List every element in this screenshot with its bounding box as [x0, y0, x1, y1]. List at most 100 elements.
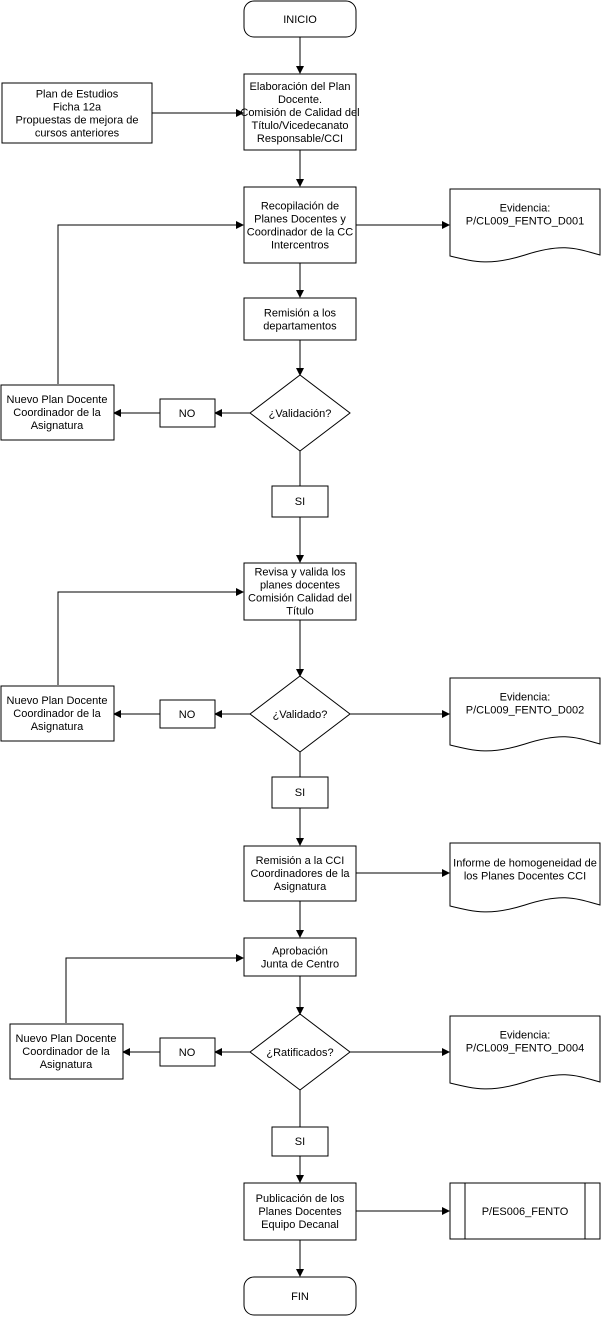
node-text: ¿Ratificados? — [266, 1047, 333, 1059]
node-text: SI — [295, 496, 305, 508]
node-text-line: P/ES006_FENTO — [482, 1206, 569, 1218]
node-text-line: Evidencia: — [500, 692, 551, 704]
node-text-line: Título — [286, 606, 314, 618]
node-text-line: Intercentros — [271, 240, 330, 252]
node-text: NO — [179, 709, 196, 721]
node-text-line: Recopilación de — [261, 201, 339, 213]
node-text-line: Evidencia: — [500, 203, 551, 215]
node-text-line: NO — [179, 408, 196, 420]
node-text-line: INICIO — [283, 14, 317, 26]
node-ratificados-decision[interactable]: ¿Ratificados? — [249, 1013, 351, 1091]
node-text-line: P/CL009_FENTO_D001 — [466, 216, 584, 228]
node-si2[interactable]: SI — [271, 776, 329, 809]
node-text: Evidencia:P/CL009_FENTO_D002 — [466, 692, 584, 717]
node-text-line: Planes Docentes — [258, 1206, 342, 1218]
node-text-line: Coordinadores de la — [250, 868, 350, 880]
node-text: Evidencia:P/CL009_FENTO_D001 — [466, 203, 584, 228]
node-no3[interactable]: NO — [159, 1037, 216, 1067]
node-pes006-subprocess[interactable]: P/ES006_FENTO — [449, 1182, 601, 1240]
node-text-line: FIN — [291, 1291, 309, 1303]
node-evidencia1[interactable]: Evidencia:P/CL009_FENTO_D001 — [449, 188, 601, 263]
node-text-line: P/CL009_FENTO_D002 — [466, 705, 584, 717]
node-text-line: Publicación de los — [256, 1193, 345, 1205]
node-text-line: SI — [295, 787, 305, 799]
node-text-line: Asignatura — [31, 420, 84, 432]
node-text-line: Remisión a los — [264, 308, 337, 320]
node-text-line: Responsable/CCI — [257, 133, 343, 145]
node-text-line: Asignatura — [31, 721, 84, 733]
node-no1[interactable]: NO — [159, 398, 216, 428]
node-text-line: Comisión Calidad del — [248, 593, 352, 605]
node-text: SI — [295, 787, 305, 799]
node-inicio[interactable]: INICIO — [243, 0, 357, 38]
node-text-line: Equipo Decanal — [261, 1219, 339, 1231]
node-text-line: Asignatura — [274, 881, 327, 893]
node-text: INICIO — [283, 14, 317, 26]
node-text-line: Informe de homogeneidad de — [453, 858, 597, 870]
node-text-line: Nuevo Plan Docente — [7, 394, 108, 406]
node-text: NO — [179, 408, 196, 420]
node-text-line: Remisión a la CCI — [256, 855, 345, 867]
node-text-line: planes docentes — [260, 580, 341, 592]
node-text: Evidencia:P/CL009_FENTO_D004 — [466, 1030, 584, 1055]
node-text: FIN — [291, 1291, 309, 1303]
node-text-line: cursos anteriores — [35, 128, 120, 140]
node-text-line: NO — [179, 1047, 196, 1059]
node-validacion-decision[interactable]: ¿Validación? — [249, 374, 351, 452]
node-text: P/ES006_FENTO — [482, 1206, 569, 1218]
node-text-line: Revisa y valida los — [254, 567, 346, 579]
node-text-line: Aprobación — [272, 946, 328, 958]
node-text-line: Elaboración del Plan — [250, 81, 351, 93]
node-text-line: Docente. — [278, 94, 322, 106]
node-text-line: Coordinador de la — [22, 1046, 110, 1058]
node-text-line: SI — [295, 1136, 305, 1148]
node-text-line: Asignatura — [40, 1059, 93, 1071]
node-text-line: Nuevo Plan Docente — [16, 1033, 117, 1045]
node-text-line: Propuestas de mejora de — [16, 115, 139, 127]
node-text-line: Coordinador de la — [13, 407, 101, 419]
node-text-line: Título/Vicedecanato — [251, 120, 348, 132]
node-si1[interactable]: SI — [271, 485, 329, 518]
node-evidencia3[interactable]: Evidencia:P/CL009_FENTO_D004 — [449, 1015, 601, 1090]
node-validado-decision[interactable]: ¿Validado? — [249, 675, 351, 753]
node-text-line: ¿Validado? — [273, 709, 328, 721]
edge-nuevo3-aprobacion — [65, 954, 244, 1023]
node-text-line: Nuevo Plan Docente — [7, 695, 108, 707]
node-text-line: SI — [295, 496, 305, 508]
node-si3[interactable]: SI — [271, 1126, 329, 1157]
node-text-line: departamentos — [263, 321, 337, 333]
node-text-line: los Planes Docentes CCI — [464, 871, 586, 883]
node-text-line: ¿Ratificados? — [266, 1047, 333, 1059]
node-text-line: Planes Docentes y — [254, 214, 346, 226]
edge-nuevo2-revisa — [57, 588, 244, 685]
node-text-line: Junta de Centro — [261, 959, 339, 971]
node-text-line: Comisión de Calidad del — [240, 107, 359, 119]
edge-nuevo1-recopilacion — [57, 221, 244, 384]
node-text-line: ¿Validación? — [269, 408, 332, 420]
node-evidencia2[interactable]: Evidencia:P/CL009_FENTO_D002 — [449, 677, 601, 752]
node-no2[interactable]: NO — [159, 699, 216, 729]
node-fin[interactable]: FIN — [243, 1276, 357, 1316]
